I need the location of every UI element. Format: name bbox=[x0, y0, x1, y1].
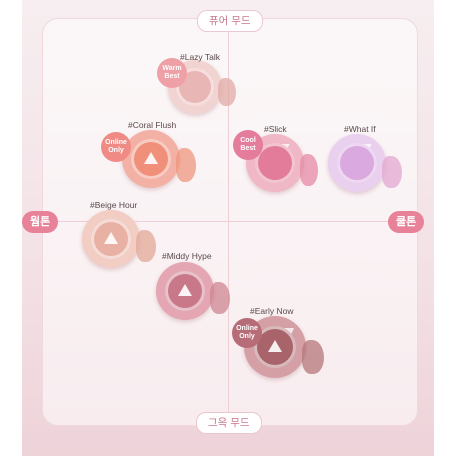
axis-label-right: 쿨톤 bbox=[388, 211, 425, 233]
badge-line-1: Cool bbox=[240, 137, 256, 144]
product-label-lazy-talk: #Lazy Talk bbox=[180, 52, 221, 62]
axis-label-top: 퓨어 무드 bbox=[197, 10, 263, 32]
badge-line-2: Best bbox=[240, 145, 256, 152]
brand-logo-icon bbox=[104, 232, 118, 244]
blush-swatch bbox=[218, 78, 236, 106]
product-middy-hype[interactable] bbox=[156, 262, 232, 324]
axis-label-left: 웜톤 bbox=[22, 211, 59, 233]
blush-swatch bbox=[210, 282, 230, 314]
product-beige-hour[interactable] bbox=[82, 210, 158, 272]
product-label-coral-flush: #Coral Flush bbox=[128, 120, 177, 130]
product-early-now[interactable] bbox=[244, 316, 328, 382]
blush-swatch bbox=[300, 154, 318, 186]
blush-swatch bbox=[136, 230, 156, 262]
product-what-if[interactable] bbox=[328, 134, 404, 196]
product-label-slick: #Slick bbox=[264, 124, 287, 134]
badge-line-1: Warm bbox=[162, 65, 182, 72]
badge-line-2: Only bbox=[239, 333, 255, 340]
badge-line-1: Online bbox=[236, 325, 258, 332]
vertical-axis bbox=[228, 22, 229, 422]
blush-swatch bbox=[302, 340, 324, 374]
brand-logo-icon bbox=[268, 340, 282, 352]
axis-label-bottom: 그윽 무드 bbox=[196, 412, 262, 434]
badge-line-1: Online bbox=[105, 139, 127, 146]
brand-logo-icon bbox=[144, 152, 158, 164]
product-label-early-now: #Early Now bbox=[250, 306, 294, 316]
blush-pan bbox=[337, 143, 377, 183]
product-label-beige-hour: #Beige Hour bbox=[90, 200, 138, 210]
brand-logo-icon bbox=[178, 284, 192, 296]
product-label-what-if: #What If bbox=[344, 124, 376, 134]
blush-swatch bbox=[176, 148, 196, 182]
badge-line-2: Only bbox=[108, 147, 124, 154]
horizontal-axis bbox=[44, 221, 414, 222]
blush-swatch bbox=[382, 156, 402, 188]
product-coral-flush[interactable] bbox=[122, 130, 198, 192]
product-label-middy-hype: #Middy Hype bbox=[162, 251, 212, 261]
badge-line-2: Best bbox=[164, 73, 180, 80]
